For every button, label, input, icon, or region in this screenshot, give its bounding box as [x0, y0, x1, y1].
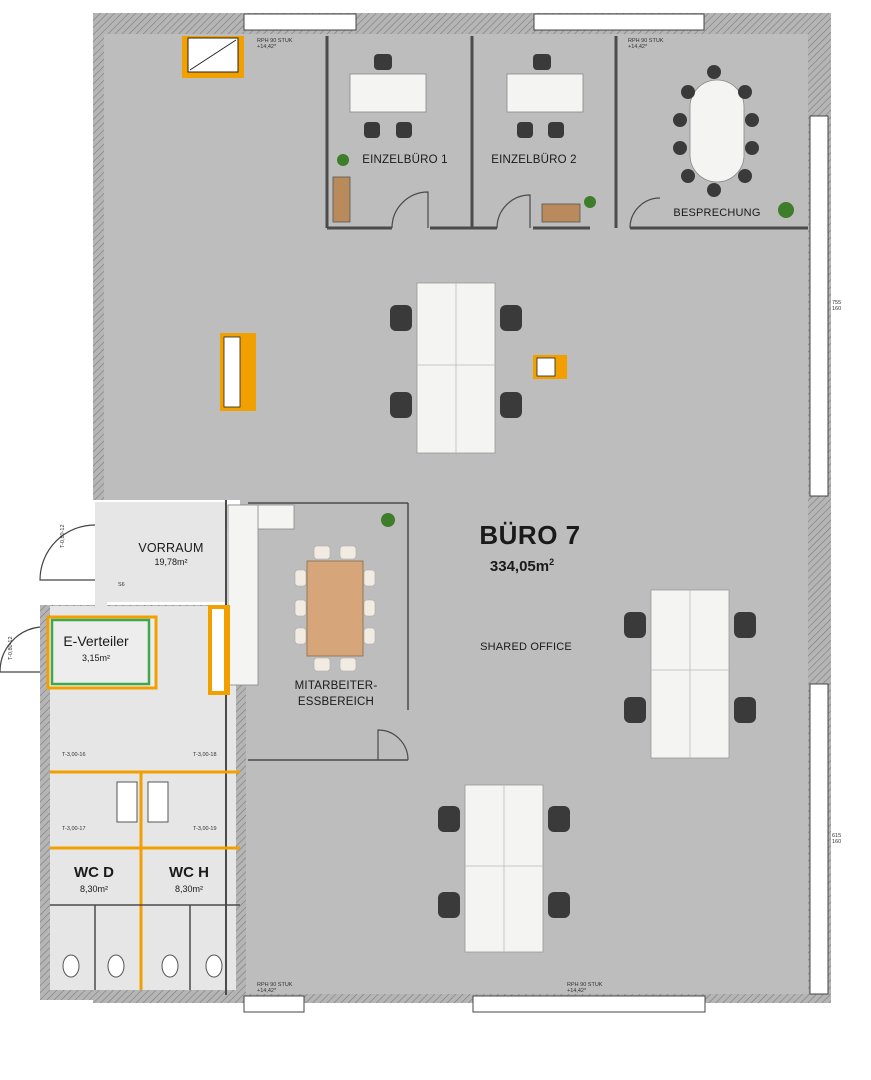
label-wc-d: WC D — [74, 864, 114, 881]
main-room-title: BÜRO 7 — [479, 520, 581, 550]
main-room-area: 334,05m2 — [489, 557, 555, 575]
label-besprechung: BESPRECHUNG — [673, 207, 761, 219]
label-wc-h: WC H — [169, 864, 209, 881]
label-wc-h-area: 8,30m² — [174, 884, 204, 894]
top-office-doors — [391, 191, 661, 229]
entrance-doors — [0, 524, 96, 673]
kitchen-area — [208, 502, 409, 761]
door-code-16: T-3,00-16 — [62, 752, 86, 758]
door-code-18: T-3,00-18 — [193, 752, 217, 758]
label-e-verteiler-area: 3,15m² — [81, 653, 111, 663]
label-einzelbuero-1: EINZELBÜRO 1 — [362, 154, 448, 166]
window-note-top-right: RPH 90 STUK +14,42* — [628, 38, 664, 50]
label-vorraum-area: 19,78m² — [154, 557, 188, 567]
door-code-12a: T-0,80-12 — [60, 524, 66, 548]
desk-cluster-1 — [390, 282, 522, 454]
window-note-top-left: RPH 90 STUK +14,42* — [257, 38, 293, 50]
label-e-verteiler: E-Verteiler — [63, 633, 129, 649]
desk-cluster-2 — [624, 589, 756, 759]
top-office-inner — [330, 38, 614, 226]
door-code-17: T-3,00-17 — [62, 826, 86, 832]
toilets — [62, 954, 223, 978]
label-vorraum: VORRAUM — [138, 541, 204, 555]
e-verteiler-inner — [50, 618, 151, 686]
wc-sinks — [116, 781, 169, 823]
door-code-s6: S6 — [118, 582, 125, 588]
window-note-bottom-left: RPH 90 STUK +14,42* — [257, 982, 293, 994]
main-room-subtitle: SHARED OFFICE — [480, 641, 572, 653]
door-code-19: T-3,00-19 — [193, 826, 217, 832]
meeting-table — [673, 65, 759, 197]
label-mitarbeiter-1: MITARBEITER- — [294, 680, 378, 692]
sink-unit-left — [220, 333, 256, 411]
desk-cluster-3 — [438, 784, 570, 953]
e-verteiler-room — [46, 615, 158, 690]
windows — [243, 13, 829, 1013]
top-office-walls — [325, 36, 808, 230]
window-dim-right-2: 615 160 — [832, 833, 842, 845]
top-left-unit — [182, 36, 244, 78]
vorraum-floor — [104, 502, 226, 602]
window-dim-right-1: 755 160 — [832, 300, 842, 312]
desks-top — [332, 73, 584, 223]
label-wc-d-area: 8,30m² — [79, 884, 109, 894]
vorraum-left-floor — [95, 502, 107, 606]
chairs-top — [364, 54, 564, 138]
printer — [533, 355, 567, 379]
door-code-12b: T-0,80-12 — [8, 636, 14, 660]
window-note-bottom-right: RPH 90 STUK +14,42* — [567, 982, 603, 994]
label-mitarbeiter-2: ESSBEREICH — [297, 696, 375, 708]
label-einzelbuero-2: EINZELBÜRO 2 — [491, 154, 577, 166]
